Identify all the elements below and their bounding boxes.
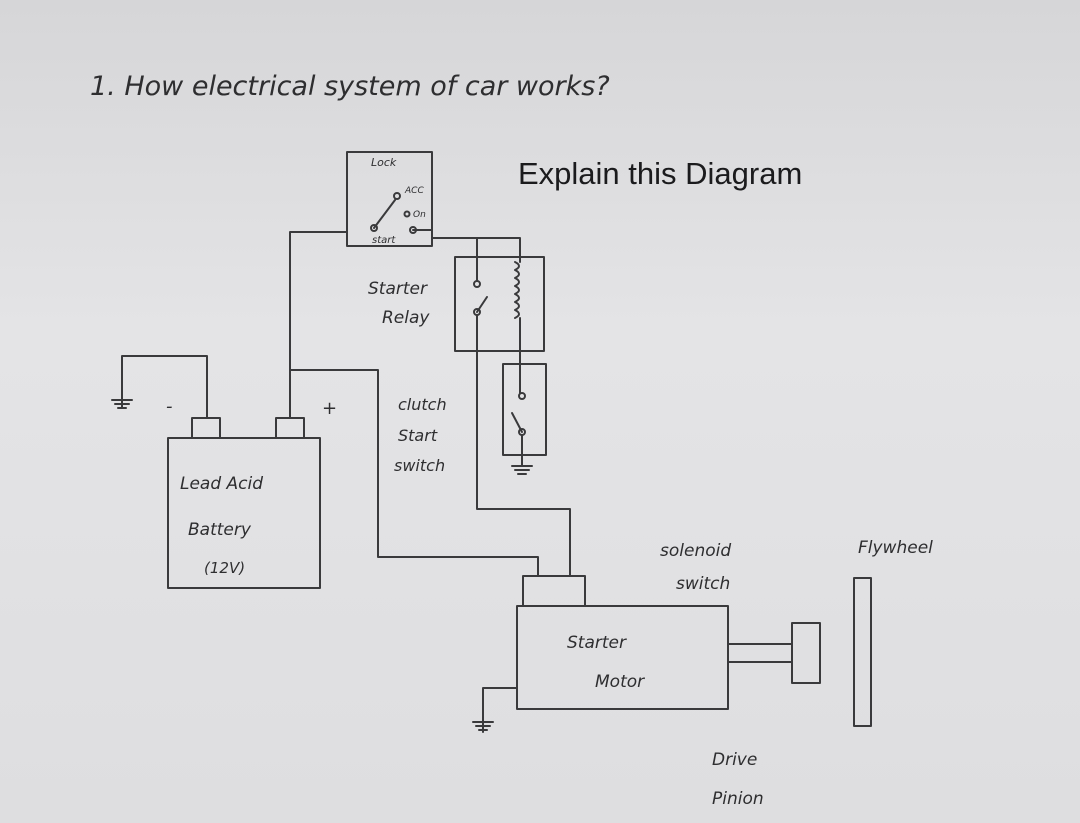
solenoid-switch-box xyxy=(522,575,586,607)
battery-ground-symbol xyxy=(111,393,133,409)
clutch-switch-box xyxy=(502,363,547,456)
battery-label-2: Battery xyxy=(188,520,252,540)
wire-motor-to-ground xyxy=(482,687,518,718)
wire-relay-to-solenoid xyxy=(476,314,571,577)
question-heading: 1. How electrical system of car works? xyxy=(90,71,610,102)
starter-relay-label-1: Starter xyxy=(368,279,428,299)
on-contact xyxy=(403,210,411,218)
motor-label-2: Motor xyxy=(595,672,645,692)
clutch-label-3: switch xyxy=(394,456,445,475)
motor-ground-symbol xyxy=(472,716,494,733)
lead-acid-battery: - + Lead Acid Battery (12V) xyxy=(166,396,337,589)
acc-contact xyxy=(393,192,401,200)
battery-negative-terminal xyxy=(191,417,221,439)
clutch-label-2: Start xyxy=(398,426,438,445)
lock-pivot xyxy=(370,224,378,232)
wire-ignition-to-relay-coil xyxy=(412,229,521,263)
flywheel-bar xyxy=(853,577,872,727)
relay-coil xyxy=(514,261,520,319)
solenoid-label-2: switch xyxy=(676,574,730,594)
acc-label: ACC xyxy=(404,186,424,196)
ignition-lock-label: Lock xyxy=(371,156,397,169)
flywheel: Flywheel xyxy=(853,538,933,727)
battery-positive-terminal xyxy=(275,417,305,439)
battery-negative-sign: - xyxy=(166,396,173,417)
clutch-switch-arm xyxy=(511,412,523,433)
drive-pinion-gear xyxy=(791,622,821,684)
instruction-text: Explain this Diagram xyxy=(518,156,802,191)
starter-relay-label-2: Relay xyxy=(382,308,430,328)
pinion-label-1: Drive xyxy=(712,750,757,770)
starter-motor-assembly: Starter Motor solenoid switch Drive Pini… xyxy=(516,541,821,809)
battery-positive-sign: + xyxy=(322,398,337,419)
solenoid-label-1: solenoid xyxy=(660,541,731,561)
wire-battery-negative-ground xyxy=(121,355,208,419)
start-label: start xyxy=(372,235,396,246)
starter-relay-box xyxy=(454,256,545,352)
on-label: On xyxy=(413,210,426,220)
pinion-label-2: Pinion xyxy=(712,789,764,809)
clutch-ground-symbol xyxy=(511,454,533,475)
clutch-start-switch: clutch Start switch xyxy=(394,363,547,475)
wire-battery-to-ignition xyxy=(289,231,348,419)
relay-switch-arm xyxy=(476,296,488,313)
ignition-lock-switch: Lock ACC On start xyxy=(346,151,433,247)
battery-box xyxy=(167,437,321,589)
flywheel-label: Flywheel xyxy=(858,538,933,558)
battery-label-3: (12V) xyxy=(204,559,245,577)
wiring xyxy=(121,229,571,718)
starter-motor-box xyxy=(516,605,729,710)
wire-battery-to-solenoid xyxy=(289,369,539,577)
pinion-shaft xyxy=(727,643,793,663)
battery-label-1: Lead Acid xyxy=(180,474,263,494)
clutch-label-1: clutch xyxy=(398,395,447,414)
ignition-lever xyxy=(373,199,396,229)
starter-relay: Starter Relay xyxy=(368,256,545,352)
clutch-contact-top xyxy=(518,392,526,400)
ignition-lock-box xyxy=(346,151,433,247)
motor-label-1: Starter xyxy=(567,633,627,653)
